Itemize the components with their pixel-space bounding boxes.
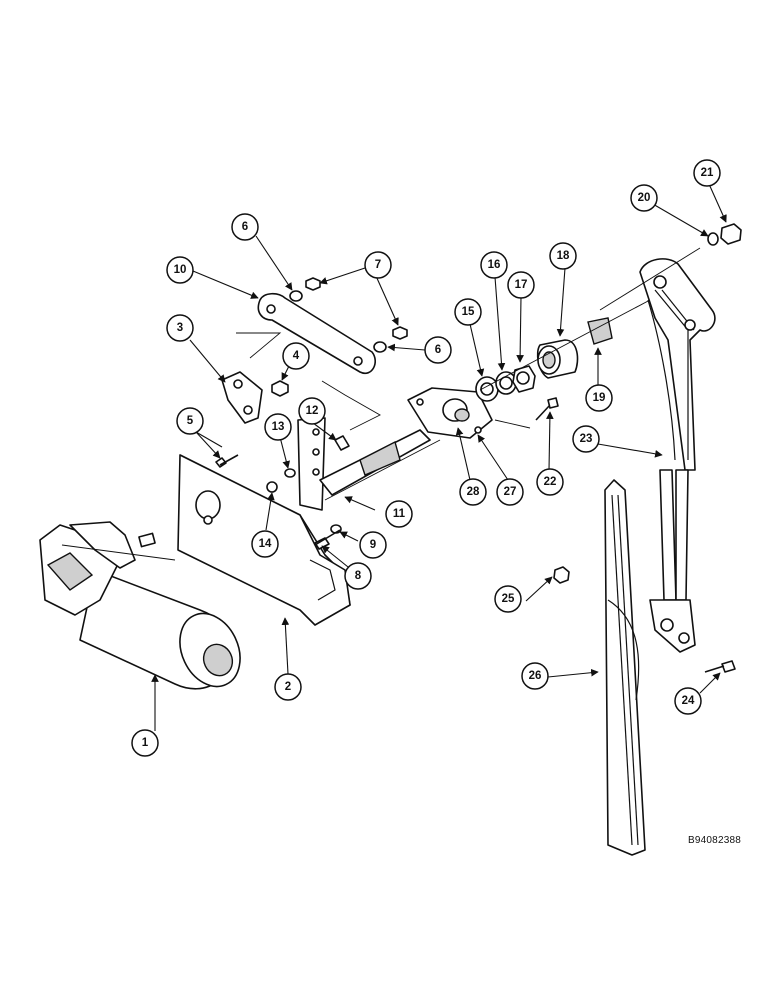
drive-shaft <box>297 417 441 511</box>
callout-18: 18 <box>549 242 577 270</box>
callout-1: 1 <box>131 729 159 757</box>
pivot-housing <box>407 387 493 439</box>
callout-4: 4 <box>282 342 310 370</box>
fasteners <box>215 277 408 550</box>
svg-text:27: 27 <box>504 486 517 498</box>
callout-2: 2 <box>274 673 302 701</box>
callout-16: 16 <box>480 251 508 279</box>
mounting-clip <box>221 371 263 424</box>
svg-text:1: 1 <box>142 737 149 749</box>
wiper-arm <box>639 258 716 653</box>
callout-20: 20 <box>630 184 658 212</box>
wiper-blade <box>604 479 646 856</box>
callout-21: 21 <box>693 159 721 187</box>
svg-text:22: 22 <box>544 476 557 488</box>
svg-text:10: 10 <box>174 264 187 276</box>
diagram-id-code: B94082388 <box>688 835 741 846</box>
svg-text:19: 19 <box>593 392 606 404</box>
pivot-hardware <box>475 299 651 402</box>
callout-23: 23 <box>572 425 600 453</box>
callout-25: 25 <box>494 585 522 613</box>
link-arm <box>236 292 381 431</box>
callout-28: 28 <box>459 478 487 506</box>
svg-text:9: 9 <box>370 539 376 551</box>
svg-text:5: 5 <box>187 415 194 427</box>
callout-27: 27 <box>496 478 524 506</box>
wiper-motor <box>39 521 241 690</box>
callout-17: 17 <box>507 271 535 299</box>
svg-text:6: 6 <box>242 221 248 233</box>
svg-text:18: 18 <box>557 250 570 262</box>
svg-text:6: 6 <box>435 344 441 356</box>
svg-text:3: 3 <box>177 322 183 334</box>
svg-text:7: 7 <box>375 259 381 271</box>
callout-14: 14 <box>251 530 279 558</box>
svg-text:26: 26 <box>529 670 542 682</box>
callout-19: 19 <box>585 384 613 412</box>
callout-22: 22 <box>536 468 564 496</box>
callout-5: 5 <box>176 407 204 435</box>
callout-7: 7 <box>364 251 392 279</box>
svg-text:14: 14 <box>259 538 272 550</box>
svg-text:2: 2 <box>285 681 291 693</box>
callout-8: 8 <box>344 562 372 590</box>
callout-12: 12 <box>298 397 326 425</box>
callout-6a: 6 <box>231 213 259 241</box>
svg-text:11: 11 <box>393 508 406 520</box>
callout-13: 13 <box>264 413 292 441</box>
svg-text:12: 12 <box>306 405 319 417</box>
svg-text:13: 13 <box>272 421 285 433</box>
blade-fasteners <box>553 566 736 673</box>
svg-text:23: 23 <box>580 433 593 445</box>
bolt <box>494 397 559 429</box>
svg-text:21: 21 <box>701 167 714 179</box>
svg-text:28: 28 <box>467 486 480 498</box>
callout-10: 10 <box>166 256 194 284</box>
callout-26: 26 <box>521 662 549 690</box>
callout-6b: 6 <box>424 336 452 364</box>
svg-text:24: 24 <box>682 695 695 707</box>
callout-24: 24 <box>674 687 702 715</box>
svg-text:17: 17 <box>515 279 528 291</box>
callout-9: 9 <box>359 531 387 559</box>
svg-text:8: 8 <box>355 570 362 582</box>
svg-text:4: 4 <box>293 350 300 362</box>
callout-15: 15 <box>454 298 482 326</box>
cap-nut <box>599 223 742 311</box>
svg-text:15: 15 <box>462 306 475 318</box>
svg-text:25: 25 <box>502 593 515 605</box>
callout-11: 11 <box>385 500 413 528</box>
callout-3: 3 <box>166 314 194 342</box>
svg-text:20: 20 <box>638 192 651 204</box>
leader-lines <box>151 183 727 731</box>
svg-text:16: 16 <box>488 259 501 271</box>
